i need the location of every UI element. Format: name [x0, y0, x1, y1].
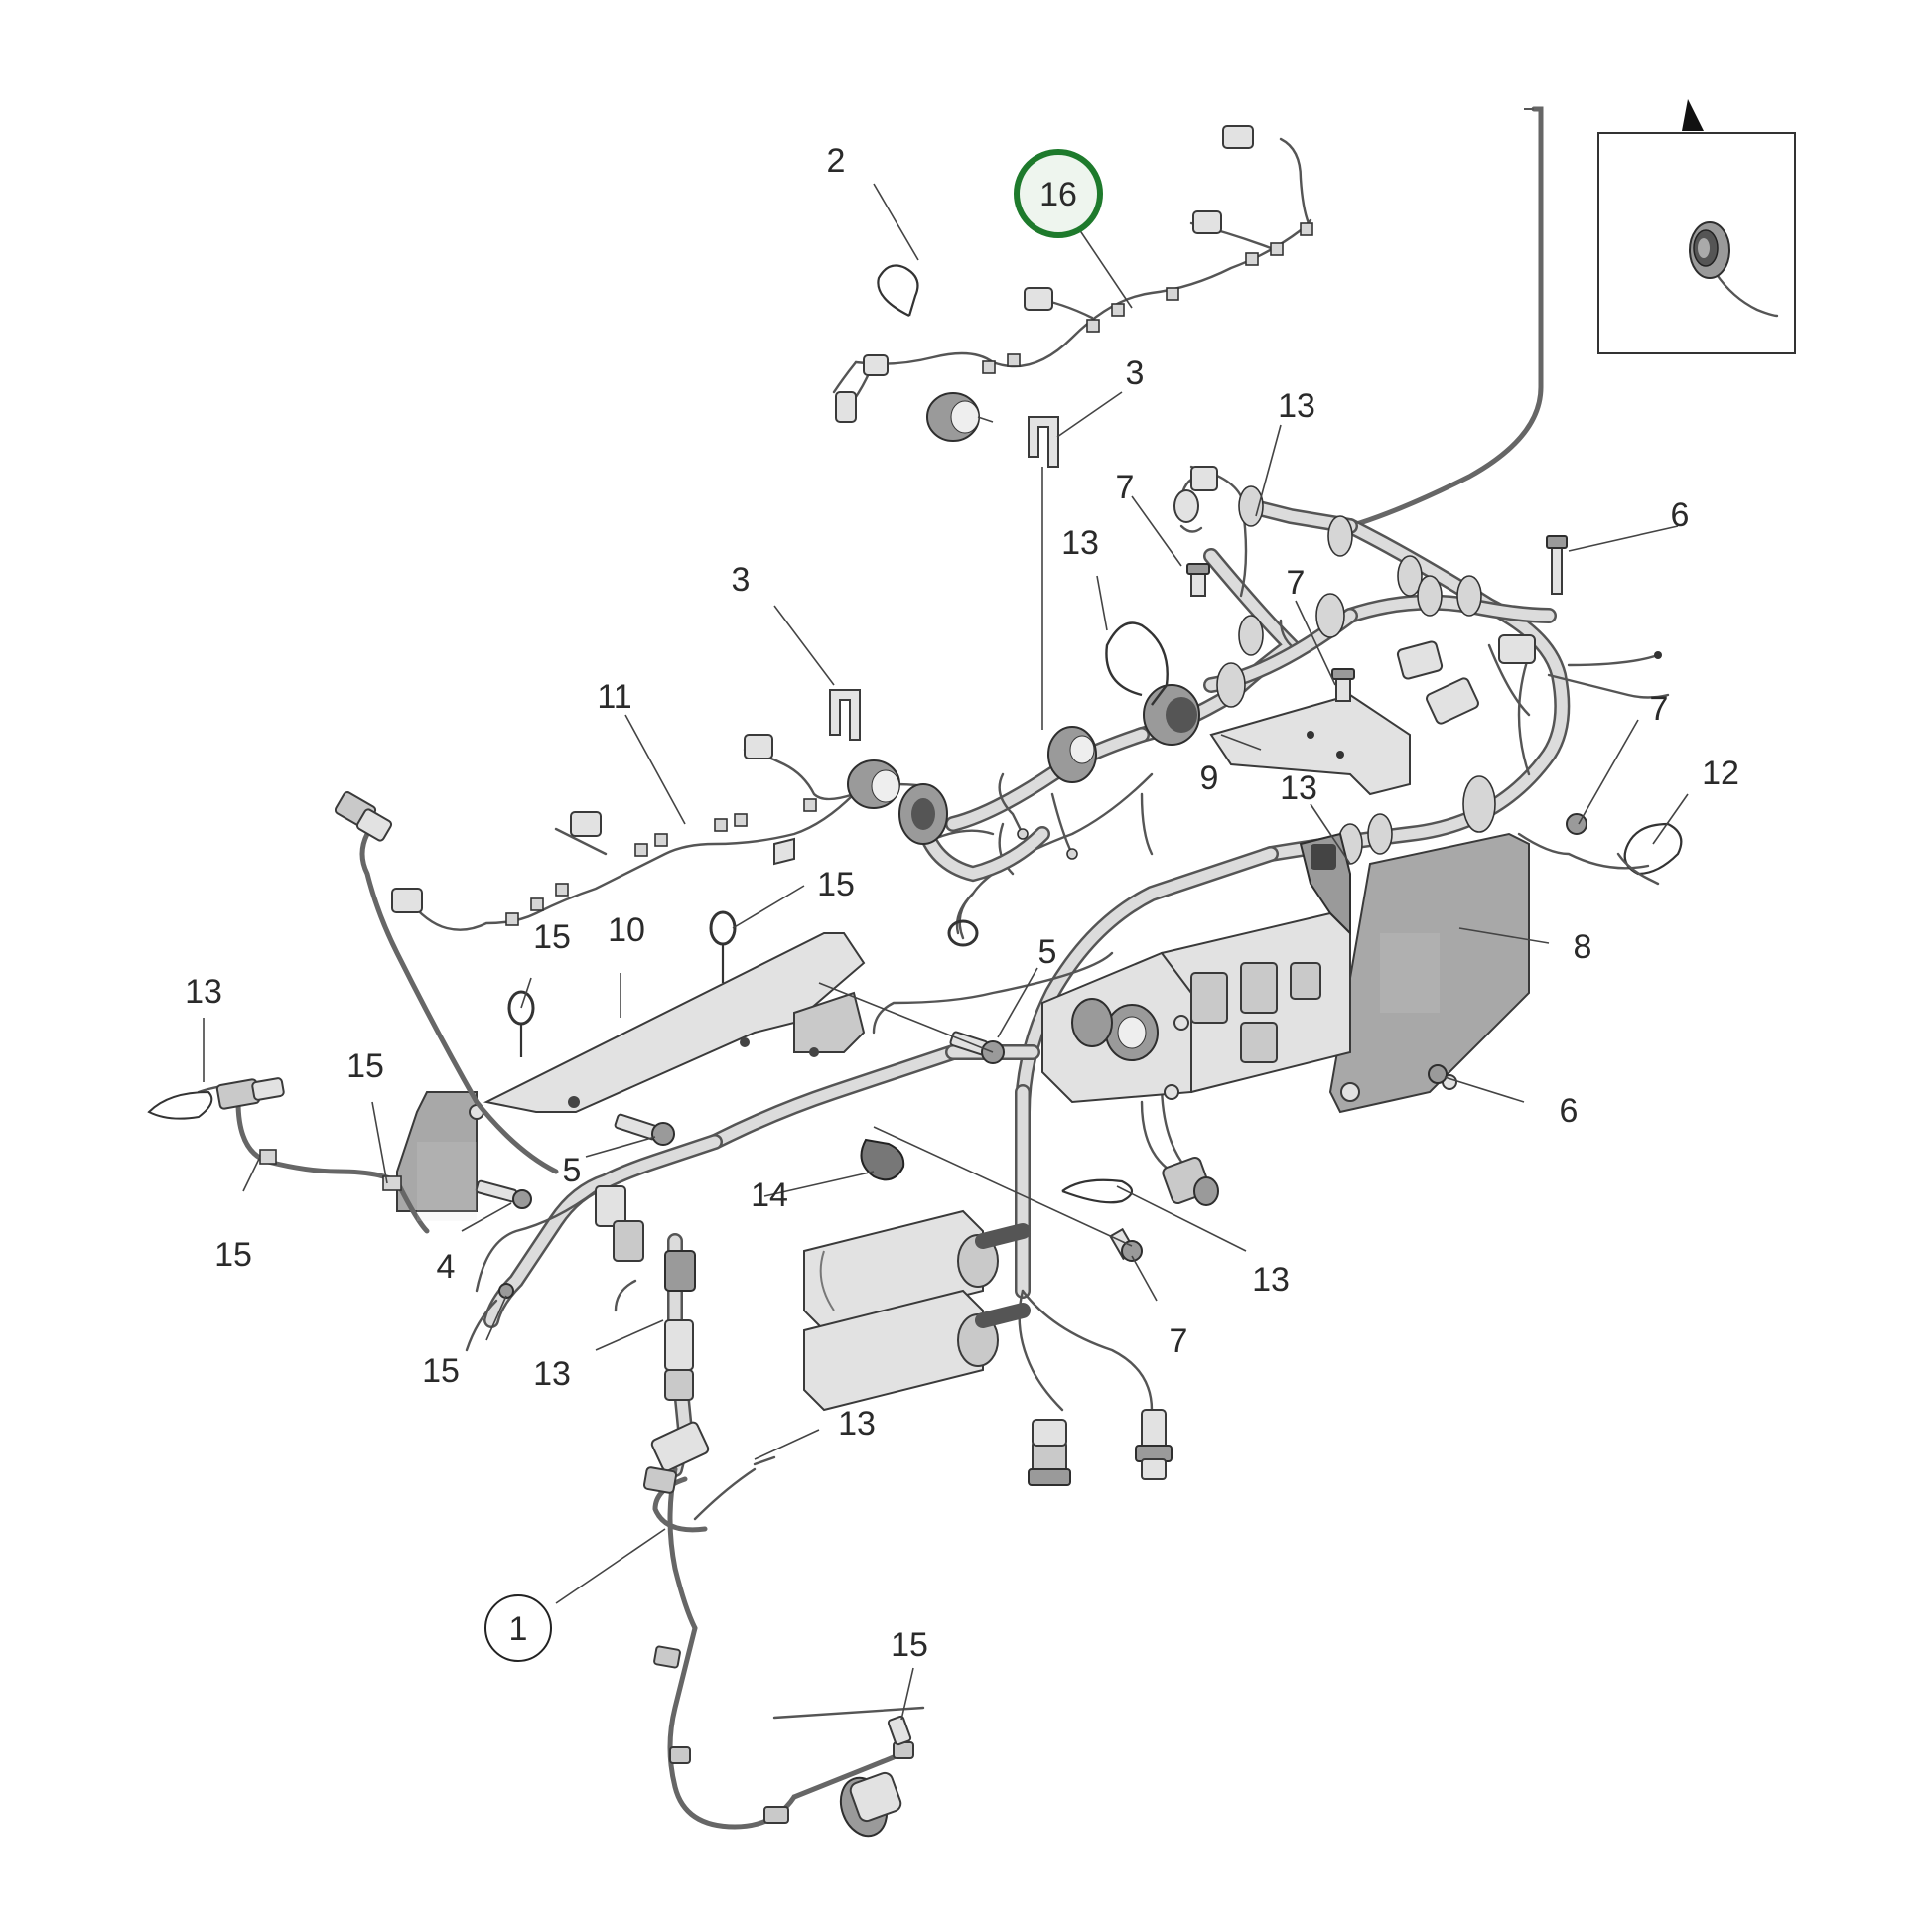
callout-1-circle: [484, 1594, 552, 1662]
bolt-6-icon: [1428, 535, 1568, 1084]
callout-7-right: 7: [1650, 690, 1669, 728]
callout-15-far-left: 15: [214, 1236, 252, 1274]
callout-15-mid: 15: [533, 918, 571, 956]
sensor-connector-icon: [835, 125, 1254, 423]
callout-2: 2: [827, 142, 846, 180]
cable-tie-2-icon: [877, 264, 919, 317]
connector-icon: [839, 1771, 902, 1838]
cable-tie-13-icon: [1105, 621, 1169, 706]
main-harness: [707, 106, 1670, 1412]
relay-pair: [803, 1209, 1031, 1412]
harness-16-trunk: [854, 218, 1312, 368]
inset-detail: [1597, 99, 1796, 354]
callout-4: 4: [437, 1248, 456, 1286]
view-arrow-icon: [1682, 99, 1704, 131]
clip-15-icon: [498, 910, 912, 1746]
callout-7-top: 7: [1116, 469, 1135, 506]
callout-16: 16: [1039, 176, 1077, 213]
callout-5-left: 5: [563, 1152, 582, 1189]
leader-lines: [203, 183, 1689, 1721]
callout-10: 10: [608, 911, 645, 949]
clip-12-icon: [1623, 822, 1683, 876]
inset-wire: [1714, 271, 1779, 318]
callout-15-left: 15: [346, 1047, 384, 1085]
callout-6-bottom: 6: [1560, 1092, 1579, 1130]
callout-12: 12: [1702, 755, 1739, 792]
callout-13-right: 13: [1280, 769, 1317, 807]
callout-9: 9: [1200, 759, 1219, 797]
bolt-4-icon: [475, 1179, 532, 1209]
callout-15-bottom: 15: [891, 1626, 928, 1664]
highlight-circle-16: [1014, 149, 1103, 238]
callout-3-upper: 3: [1126, 354, 1145, 392]
callout-15-lower-left: 15: [422, 1352, 460, 1390]
callout-14: 14: [751, 1176, 788, 1214]
callout-13-lower-left: 13: [533, 1355, 571, 1393]
long-sensor-cable: [334, 791, 559, 1174]
harness-16: [832, 125, 1313, 442]
callout-5-right: 5: [1038, 933, 1057, 971]
cable-tie-13-lower-icon: [1061, 1178, 1134, 1204]
connector-icon: [1140, 1100, 1219, 1206]
callout-7-mid: 7: [1287, 564, 1306, 602]
relay-panel: [1041, 832, 1351, 1104]
clip-3-lower-icon: [829, 689, 861, 741]
callout-13-tie: 13: [1061, 524, 1099, 562]
left-sensor-cable: [147, 1077, 430, 1234]
clip-3-upper-icon: [1028, 416, 1059, 468]
callout-11: 11: [597, 678, 631, 716]
harness-1: [465, 1134, 925, 1838]
callout-7-bottom: 7: [1170, 1322, 1188, 1360]
harness-11: [391, 734, 935, 931]
mounting-plate-9: [1209, 693, 1411, 796]
callout-13-lower-right: 13: [1252, 1261, 1290, 1299]
elbow-connector-icon: [898, 783, 1050, 883]
callout-15-top: 15: [817, 866, 855, 903]
sensor-connector-icon: [1028, 1409, 1173, 1486]
bracket-10: [396, 932, 866, 1212]
harness-clip-icon: [982, 222, 1313, 374]
callout-3-lower: 3: [732, 561, 751, 599]
sensor-connector-icon: [391, 734, 773, 913]
callout-13-top: 13: [1278, 387, 1315, 425]
small-clip-icon: [773, 837, 795, 866]
bolt-5-icon: [614, 1113, 675, 1146]
clip-14-icon: [860, 1138, 905, 1181]
callout-13-left: 13: [185, 973, 222, 1011]
watermark-shapes: [417, 933, 1440, 1221]
bracket-8: [1328, 832, 1530, 1114]
harness-clip-icon: [505, 798, 817, 926]
callout-8: 8: [1574, 928, 1592, 966]
callout-13-bottom: 13: [838, 1405, 876, 1443]
callout-6-top: 6: [1671, 496, 1690, 534]
callout-1: 1: [509, 1610, 528, 1648]
round-connector-icon: [926, 392, 980, 442]
callout-labels: 16 2 3 3 13 7 13 7 6 11 9 13 7 12 8 6 15…: [185, 142, 1739, 1664]
